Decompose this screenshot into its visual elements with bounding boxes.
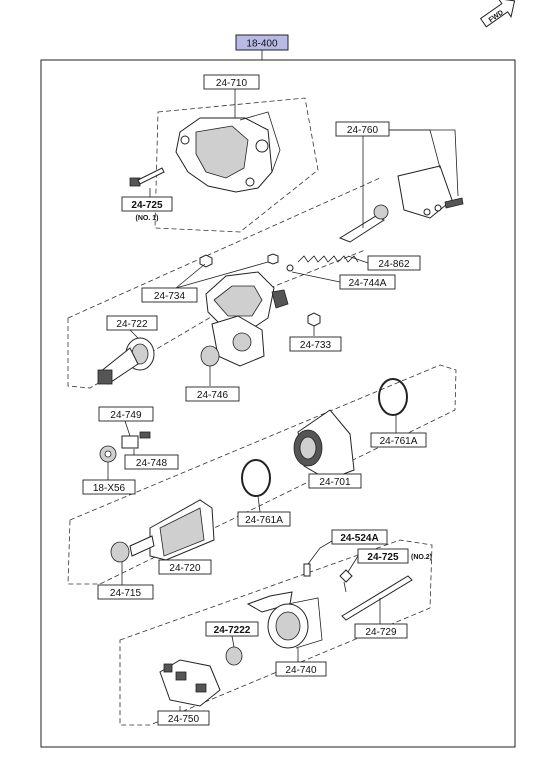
part-label-24-750[interactable]: 24-750 — [157, 710, 210, 726]
part-label-24-744a[interactable]: 24-744A — [339, 274, 396, 290]
part-label-24-715[interactable]: 24-715 — [97, 584, 154, 600]
part-label-24-761a-left[interactable]: 24-761A — [237, 511, 291, 527]
svg-text:24-710: 24-710 — [216, 78, 248, 89]
svg-text:24-746: 24-746 — [197, 390, 229, 401]
svg-text:24-725: 24-725 — [131, 200, 163, 211]
bolt-no1-part — [129, 167, 165, 187]
assembly-number: 18-400 — [246, 39, 278, 50]
svg-text:24-720: 24-720 — [169, 563, 201, 574]
part-label-24-710[interactable]: 24-710 — [203, 74, 260, 90]
armature-part — [129, 499, 215, 561]
part-label-18-x56[interactable]: 18-X56 — [82, 479, 136, 495]
svg-text:24-760: 24-760 — [347, 125, 379, 136]
rear-bracket-part — [246, 591, 323, 649]
svg-text:24-750: 24-750 — [168, 714, 200, 725]
part-label-24-720[interactable]: 24-720 — [158, 559, 212, 575]
svg-text:24-748: 24-748 — [136, 458, 168, 469]
front-housing-part — [175, 111, 281, 193]
part-label-24-725-bottom[interactable]: 24-725 — [357, 548, 409, 564]
through-bolt-part — [341, 575, 413, 621]
svg-text:24-761A: 24-761A — [245, 515, 283, 526]
diagram-frame — [40, 59, 516, 748]
part-label-24-725-top[interactable]: 24-725 — [121, 196, 173, 212]
note-no1: (NO. 1) — [136, 215, 159, 222]
group-outline-brush — [119, 539, 433, 726]
o-ring-left-part — [241, 459, 271, 497]
pinion-clutch-part — [97, 337, 155, 385]
part-label-24-760[interactable]: 24-760 — [335, 121, 390, 137]
assembly-number-box[interactable]: 18-400 — [235, 34, 289, 51]
svg-text:24-729: 24-729 — [365, 627, 397, 638]
part-label-24-746[interactable]: 24-746 — [185, 386, 240, 402]
bearing-7222-part — [225, 646, 243, 666]
svg-text:24-715: 24-715 — [110, 588, 142, 599]
svg-text:24-761A: 24-761A — [380, 436, 418, 447]
part-label-24-734[interactable]: 24-734 — [141, 287, 198, 303]
svg-text:24-862: 24-862 — [378, 259, 410, 270]
part-label-24-740[interactable]: 24-740 — [275, 661, 327, 677]
solenoid-part — [338, 165, 464, 243]
part-label-24-7222[interactable]: 24-7222 — [205, 621, 259, 637]
svg-text:24-722: 24-722 — [116, 319, 148, 330]
svg-text:24-733: 24-733 — [300, 340, 332, 351]
ball-part — [286, 264, 294, 272]
part-label-24-701[interactable]: 24-701 — [308, 473, 362, 489]
nut-parts — [199, 253, 279, 268]
part-label-24-748[interactable]: 24-748 — [124, 454, 179, 470]
svg-text:24-725: 24-725 — [367, 552, 399, 563]
svg-text:24-524A: 24-524A — [340, 533, 378, 544]
nut-733-part — [307, 312, 321, 327]
svg-text:24-734: 24-734 — [154, 291, 186, 302]
svg-text:24-744A: 24-744A — [349, 278, 387, 289]
part-label-24-862[interactable]: 24-862 — [367, 255, 421, 271]
part-label-24-733[interactable]: 24-733 — [289, 336, 342, 352]
svg-text:24-749: 24-749 — [110, 410, 142, 421]
o-ring-right-part — [378, 378, 408, 416]
brush-holder-part — [159, 659, 221, 707]
part-label-24-761a-right[interactable]: 24-761A — [370, 432, 427, 448]
yoke-part — [293, 409, 355, 481]
part-label-24-524a[interactable]: 24-524A — [331, 529, 388, 545]
svg-text:24-7222: 24-7222 — [214, 625, 251, 636]
svg-text:18-X56: 18-X56 — [93, 483, 126, 494]
bearing-715-part — [110, 541, 130, 563]
group-outline-drive — [67, 177, 381, 389]
svg-text:24-740: 24-740 — [285, 665, 317, 676]
spring-part — [297, 255, 359, 263]
group-outline-armature — [67, 364, 457, 585]
fwd-arrow-icon: FWD — [479, 0, 516, 28]
part-label-24-749[interactable]: 24-749 — [98, 406, 154, 422]
leader-lines — [107, 86, 459, 711]
small-fasteners-parts — [303, 563, 353, 593]
part-label-24-722[interactable]: 24-722 — [106, 315, 158, 331]
part-label-24-729[interactable]: 24-729 — [354, 623, 408, 639]
note-no2: (NO.2) — [411, 554, 432, 561]
gear-and-retainer-parts — [99, 431, 151, 463]
svg-text:24-701: 24-701 — [319, 477, 351, 488]
bearing-746-part — [200, 345, 220, 367]
